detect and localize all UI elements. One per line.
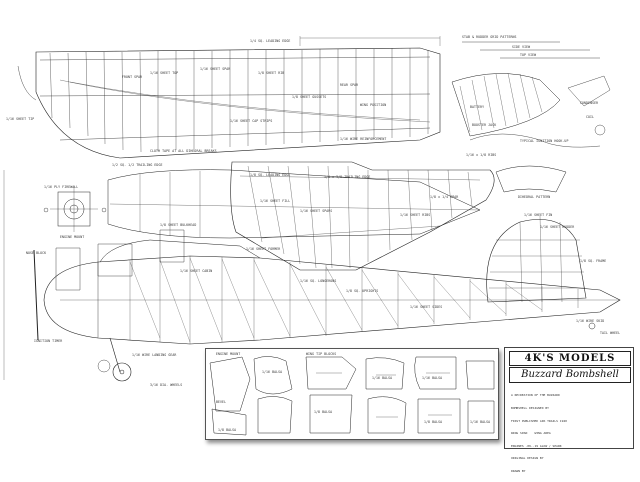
fin-sheet-label: 1/16 SHEET FIN bbox=[524, 213, 553, 217]
title-note: WING SPAN WING AREA bbox=[511, 431, 551, 436]
title-note: FIRST PUBLISHED AIR TRAILS 1940 bbox=[511, 418, 567, 423]
title-block: 4K'S MODELS Buzzard Bombshell A RECREATI… bbox=[504, 347, 634, 473]
title-note: ENGINES .09-.19 GLOW / SPARK bbox=[511, 443, 562, 448]
wing-tip-label: 1/16 SHEET TIP bbox=[6, 117, 35, 121]
stab-spar-label: 1/16 SHEET SPARS bbox=[300, 209, 333, 213]
engine-mount-label: ENGINE MOUNT bbox=[60, 235, 85, 239]
fin-rudder bbox=[486, 215, 587, 303]
inset-bevel-label: BEVEL bbox=[216, 400, 227, 404]
tail-wheel-label: TAIL WHEEL bbox=[600, 331, 621, 335]
ignition-hookup-label: TYPICAL IGNITION HOOK-UP bbox=[520, 139, 569, 143]
cabin-label: 1/16 SHEET CABIN bbox=[180, 269, 213, 273]
fuselage-top-view bbox=[107, 169, 481, 239]
stab-fill-label: 1/16 SHEET FILL bbox=[260, 199, 291, 203]
nose-block-label: NOSE BLOCK bbox=[26, 251, 47, 255]
stab-trailing-edge-label: 1/4 x 3/8 TRAILING EDGE bbox=[324, 175, 371, 179]
wing-top-sheet-label: 1/16 SHEET TOP bbox=[150, 71, 179, 75]
stab-side-view-label: SIDE VIEW bbox=[512, 45, 531, 49]
inset-balsa-label: 1/16 BALSA bbox=[422, 376, 443, 380]
engine-front-view bbox=[43, 186, 107, 232]
wing-wire-label: 1/16 WIRE REINFORCEMENT bbox=[340, 137, 387, 141]
ignition-timer-label: IGNITION TIMER bbox=[34, 339, 63, 343]
wheels-label: 3/16 DIA. WHEELS bbox=[150, 383, 183, 387]
fuselage-side-view bbox=[33, 239, 621, 382]
stab-leading-edge-label: 1/8 SQ. LEADING EDGE bbox=[250, 173, 291, 177]
inset-engine-mount-label: ENGINE MOUNT bbox=[216, 352, 241, 356]
wing-leading-edge-label: 1/4 SQ. LEADING EDGE bbox=[250, 39, 291, 43]
wing-gusset-label: 1/8 SHEET GUSSETS bbox=[292, 95, 327, 99]
stab-top-view-label: TOP VIEW bbox=[520, 53, 537, 57]
title-note: DRAWN BY bbox=[511, 469, 526, 474]
inset-balsa-label: 1/16 BALSA bbox=[470, 420, 491, 424]
sides-label: 1/16 SHEET SIDES bbox=[410, 305, 443, 309]
wing-position-label: WING POSITION bbox=[360, 103, 387, 107]
inset-balsa-label: 1/16 BALSA bbox=[262, 370, 283, 374]
title-note: A RECREATION OF THE BUZZARD bbox=[511, 393, 560, 398]
inset-balsa-label: 1/8 BALSA bbox=[218, 428, 237, 432]
dihedral-pattern-label: DIHEDRAL PATTERN bbox=[518, 195, 551, 199]
uprights-label: 1/8 SQ. UPRIGHTS bbox=[346, 289, 379, 293]
parts-inset: 1/8 BALSA 1/16 BALSA 1/8 BALSA 1/16 BALS… bbox=[205, 348, 499, 440]
inset-balsa-label: 1/8 BALSA bbox=[314, 410, 333, 414]
bulkhead-label: 1/8 SHEET BULKHEAD bbox=[160, 223, 197, 227]
title-note: ORIGINAL DESIGN BY bbox=[511, 456, 544, 461]
wing-cap-strip-label: 1/16 SHEET CAP STRIPS bbox=[230, 119, 273, 123]
brand-name: 4K'S MODELS bbox=[509, 351, 631, 366]
inset-balsa-label: 1/16 BALSA bbox=[372, 376, 393, 380]
landing-gear-label: 1/16 WIRE LANDING GEAR bbox=[132, 353, 177, 357]
firewall-label: 1/16 PLY FIREWALL bbox=[44, 185, 79, 189]
wing-cloth-tape-label: CLOTH TAPE AT ALL DIHEDRAL BREAKS bbox=[150, 149, 217, 153]
battery-label: BATTERY bbox=[470, 105, 485, 109]
wing-front-spar-label: FRONT SPAR bbox=[122, 75, 143, 79]
booster-jack-label: BOOSTER JACK bbox=[472, 123, 497, 127]
wing-spar-label: 1/16 SHEET SPAR bbox=[200, 67, 231, 71]
parts-drawing bbox=[209, 356, 495, 436]
tail-skid-label: 1/16 WIRE SKID bbox=[576, 319, 605, 323]
model-name: Buzzard Bombshell bbox=[509, 367, 631, 383]
bulkhead-formers bbox=[55, 229, 185, 291]
stab-rib-label: 1/16 SHEET RIBS bbox=[400, 213, 431, 217]
wing-trailing-edge-label: 1/2 SQ. 1/2 TRAILING EDGE bbox=[112, 163, 163, 167]
wing-rear-spar-label: REAR SPAR bbox=[340, 83, 359, 87]
wing-plan bbox=[17, 36, 441, 159]
stabilizer-plan bbox=[230, 161, 495, 271]
rudder-sheet-label: 1/16 SHEET RUDDER bbox=[540, 225, 575, 229]
inset-balsa-label: 1/8 BALSA bbox=[424, 420, 443, 424]
ribs-label: 1/16 x 1/8 RIBS bbox=[466, 153, 497, 157]
fin-frame-label: 1/8 SQ. FRAME bbox=[580, 259, 607, 263]
inset-tip-blocks-label: WING TIP BLOCKS bbox=[306, 352, 337, 356]
wing-rib-label: 1/8 SHEET RIB bbox=[258, 71, 285, 75]
condenser-label: CONDENSER bbox=[580, 101, 599, 105]
stab-frame-spar-label: 1/8 x 1/4 SPAR bbox=[430, 195, 459, 199]
stabilizer-detail bbox=[451, 41, 611, 193]
title-note: BOMBSHELL DESIGNED BY bbox=[511, 406, 549, 411]
longerons-label: 1/16 SQ. LONGERONS bbox=[300, 279, 337, 283]
grid-pattern-label: STAB & RUDDER GRID PATTERNS bbox=[462, 35, 517, 39]
coil-label: COIL bbox=[586, 115, 595, 119]
fuselage-former-label: 1/16 SHEET FORMER bbox=[246, 247, 281, 251]
title-notes: A RECREATION OF THE BUZZARD BOMBSHELL DE… bbox=[511, 385, 629, 482]
